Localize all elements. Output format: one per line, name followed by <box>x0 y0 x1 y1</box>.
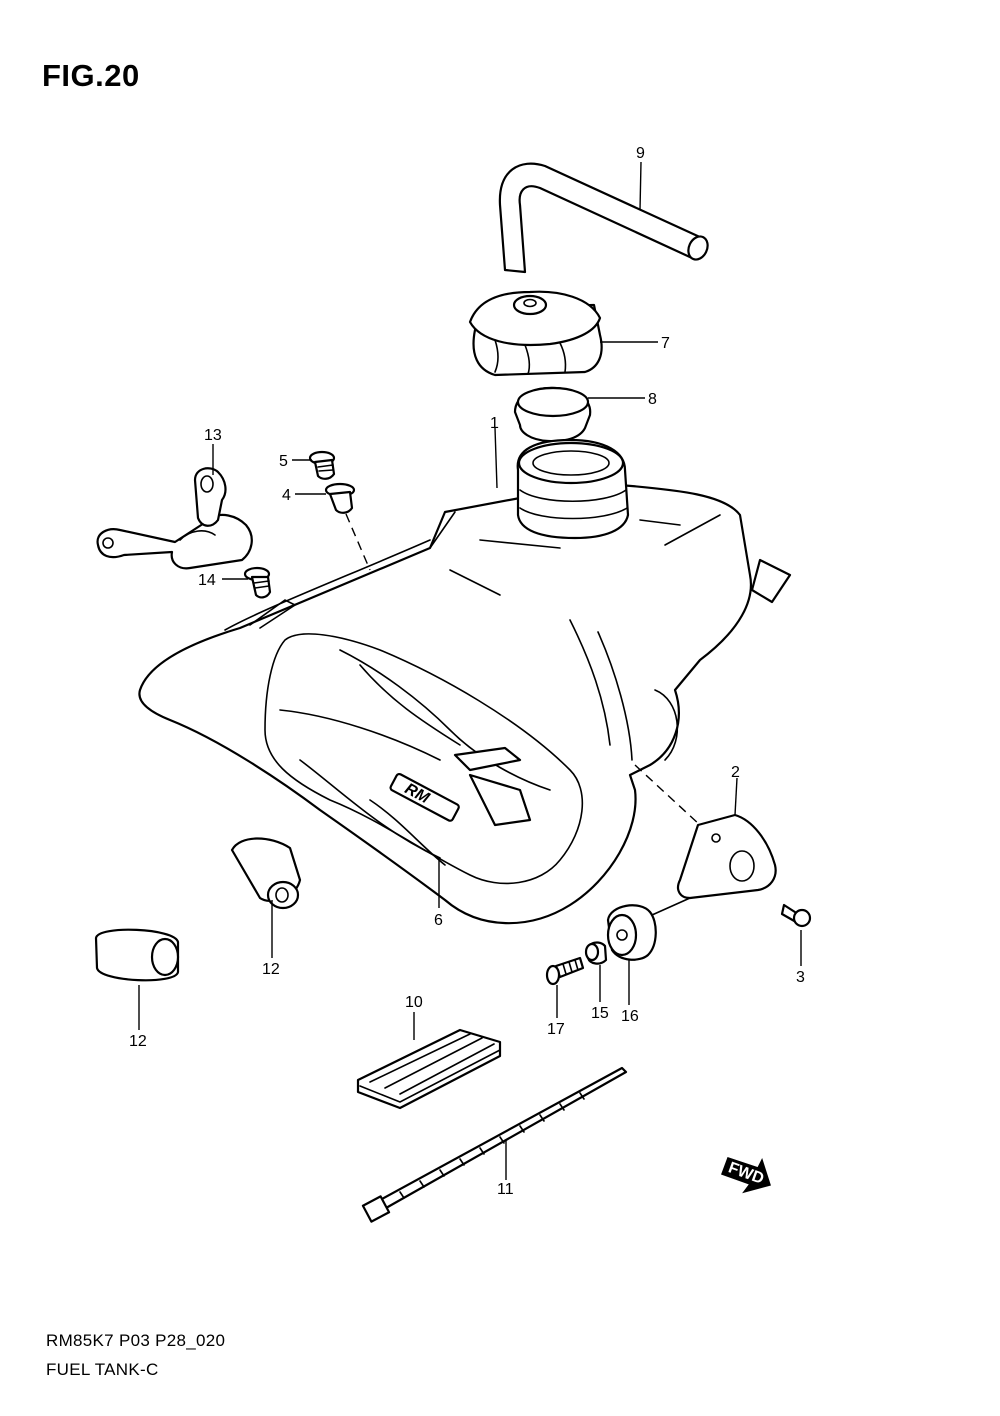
rubber-damper-part[interactable] <box>606 904 657 961</box>
assembly-line-4 <box>345 513 371 571</box>
callout-11: 11 <box>497 1181 514 1198</box>
callout-17: 17 <box>547 1021 565 1038</box>
cable-tie-part[interactable] <box>361 1066 628 1223</box>
callout-7: 7 <box>661 335 670 352</box>
callout-10: 10 <box>405 994 423 1011</box>
sleeve-12-upper-part[interactable] <box>230 837 302 910</box>
callout-8: 8 <box>648 391 657 408</box>
callout-1: 1 <box>490 415 499 432</box>
breather-hose-part[interactable] <box>498 162 711 274</box>
bolt-17-part[interactable] <box>545 956 585 986</box>
assembly-line-2 <box>634 764 701 826</box>
callout-14: 14 <box>198 572 216 589</box>
screw-14-part[interactable] <box>243 566 272 599</box>
callout-9: 9 <box>636 145 645 162</box>
callout-6: 6 <box>434 912 443 929</box>
fuel-tank-part[interactable] <box>138 438 792 925</box>
bracket-part[interactable] <box>96 467 253 570</box>
callout-5: 5 <box>279 453 288 470</box>
collar-15-part[interactable] <box>584 941 608 965</box>
collar-4-part[interactable] <box>324 482 356 514</box>
foam-pad-part[interactable] <box>356 1028 502 1110</box>
assembly-line-16 <box>651 897 691 916</box>
diagram-name: FUEL TANK-C <box>46 1360 159 1379</box>
fuel-cap-part[interactable] <box>468 290 603 377</box>
tank-decal-part[interactable]: RM <box>279 649 551 866</box>
diagram-code: RM85K7 P03 P28_020 <box>46 1331 226 1350</box>
callout-2: 2 <box>731 764 740 781</box>
sleeve-12-lower-part[interactable] <box>94 928 180 982</box>
callout-12-upper: 12 <box>262 961 280 978</box>
bolt-3-part[interactable] <box>780 903 812 928</box>
callout-3: 3 <box>796 969 805 986</box>
cap-gasket-part[interactable] <box>513 386 592 443</box>
forward-direction-arrow: FWD <box>721 1157 771 1194</box>
callout-15: 15 <box>591 1005 609 1022</box>
callout-16: 16 <box>621 1008 639 1025</box>
figure-title: FIG.20 <box>42 58 140 93</box>
callout-13: 13 <box>204 427 222 444</box>
callout-4: 4 <box>282 487 291 504</box>
screw-5-part[interactable] <box>308 450 336 480</box>
callout-12-lower: 12 <box>129 1033 147 1050</box>
mount-plate-part[interactable] <box>676 813 777 900</box>
